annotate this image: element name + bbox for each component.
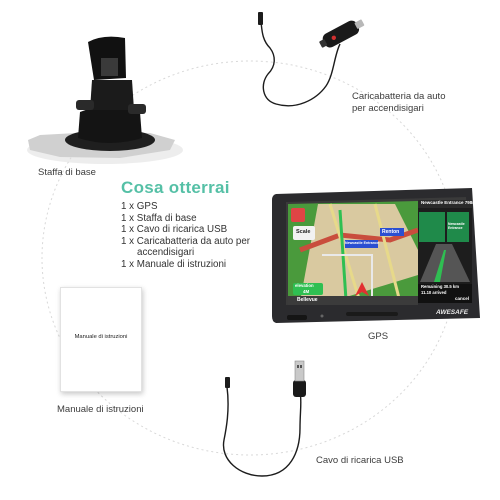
gps-top-street: Newcastle Entrance 798m xyxy=(421,200,477,205)
manual-cover-text: Manuale di istruzioni xyxy=(74,334,128,340)
car-charger-image xyxy=(258,12,365,107)
usb-cable-label: Cavo di ricarica USB xyxy=(316,455,404,466)
contents-item: 1 x GPS xyxy=(121,201,158,212)
gps-map-street-2: Renton xyxy=(382,229,400,235)
contents-title: Cosa otterrai xyxy=(121,178,230,197)
manual-label: Manuale di istruzioni xyxy=(57,404,144,415)
gps-arrival: 11.10 arrived xyxy=(421,290,447,295)
contents-item: 1 x Cavo di ricarica USB xyxy=(121,224,228,236)
gps-brand-logo: AWESAFE xyxy=(436,309,469,316)
base-bracket-label: Staffa di base xyxy=(38,167,96,178)
manual-booklet: Manuale di istruzioni xyxy=(60,287,142,392)
base-bracket-image xyxy=(27,36,183,164)
contents-list: 1 x GPS 1 x Staffa di base 1 x Cavo di r… xyxy=(121,201,250,271)
gps-elevation-label: elevation xyxy=(295,283,314,288)
gps-device-image xyxy=(272,188,480,323)
usb-cable-image xyxy=(222,360,306,477)
contents-item: accendisigari xyxy=(137,247,195,259)
gps-cancel-button: cancel xyxy=(455,296,470,301)
gps-map-street-1: Newcastle Entrance xyxy=(345,241,379,245)
gps-remaining: Remaining 30.5 km xyxy=(421,284,459,289)
gps-bottom-street: Bellevue xyxy=(297,297,318,303)
contents-item: 1 x Staffa di base xyxy=(121,212,197,224)
gps-scale-button: Scale xyxy=(296,229,311,235)
contents-item: 1 x Manuale di istruzioni xyxy=(121,258,227,270)
car-charger-label: Caricabatteria da auto per accendisigari xyxy=(352,91,446,114)
gps-label: GPS xyxy=(368,331,389,342)
contents-item: 1 x Caricabatteria da auto per xyxy=(121,235,251,247)
gps-elevation-value: 4M xyxy=(303,289,310,294)
gps-sign-text: Newcastle Entrance xyxy=(448,222,465,230)
